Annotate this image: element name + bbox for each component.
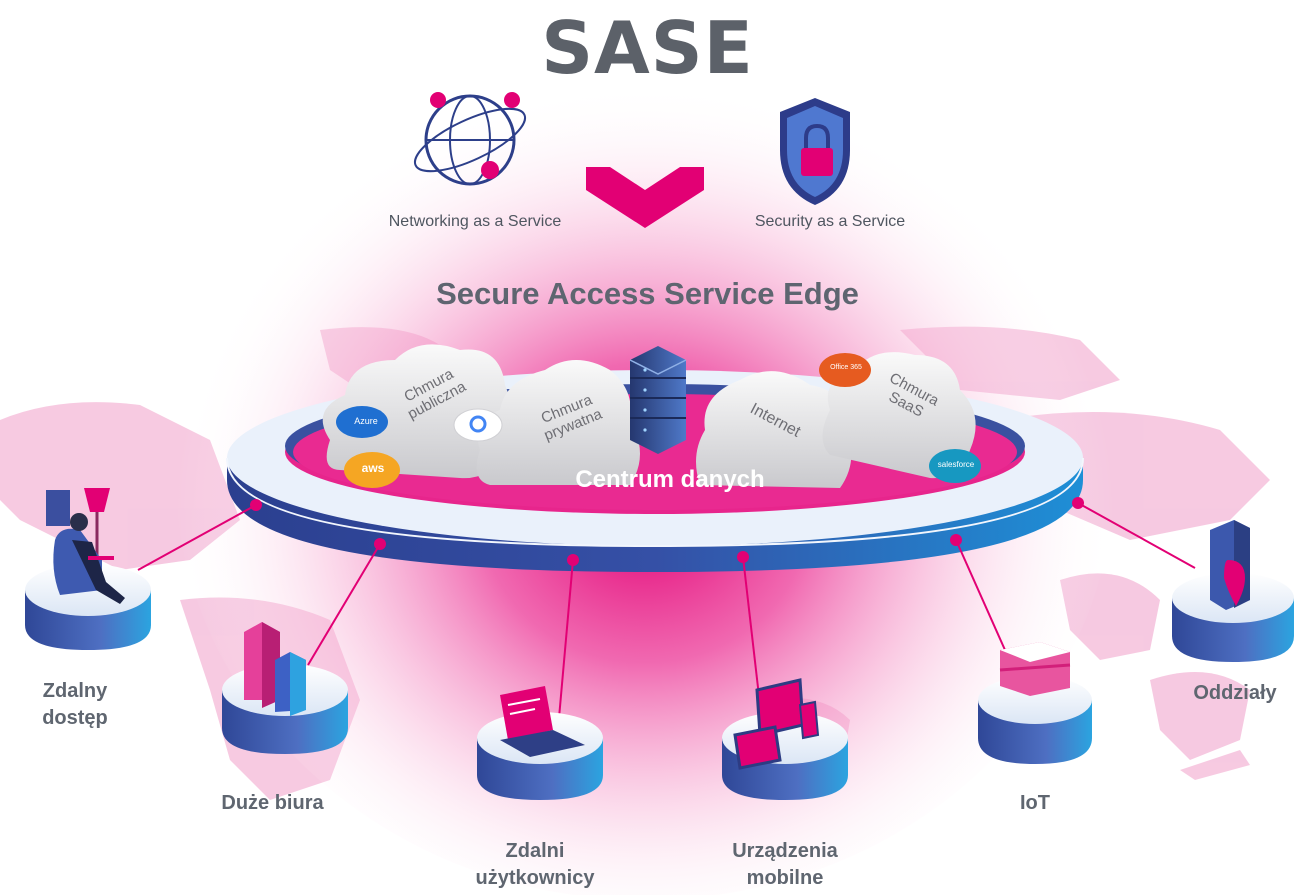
laptop-icon	[500, 686, 585, 757]
down-chevron-icon	[586, 167, 704, 228]
azure-logo-text: Azure	[354, 416, 378, 426]
node-branches-line1: Oddziały	[1193, 682, 1277, 704]
node-branches-label: Oddziały	[1180, 680, 1290, 707]
node-remote-access-label: Zdalny dostęp	[10, 678, 140, 732]
cloud-saas	[822, 352, 976, 479]
salesforce-logo-text: salesforce	[937, 460, 975, 469]
remote-worker-icon	[46, 488, 125, 604]
node-iot-line1: IoT	[1020, 792, 1050, 814]
node-remote-access-line2: dostęp	[42, 707, 108, 729]
office-buildings-icon	[244, 622, 306, 716]
node-large-offices-label: Duże biura	[200, 790, 345, 817]
security-shield-icon	[780, 98, 850, 205]
cloud-internet	[696, 371, 852, 488]
gcp-logo-icon	[453, 408, 503, 442]
aws-logo-icon	[344, 452, 400, 488]
server-icon	[629, 346, 687, 454]
page-title: SASE	[541, 6, 754, 90]
subtitle: Secure Access Service Edge	[436, 276, 859, 311]
connection-lines	[137, 502, 1196, 719]
office365-logo-icon	[819, 353, 871, 387]
cloud-private	[476, 360, 640, 485]
cloud-public	[322, 344, 512, 479]
networking-service-label: Networking as a Service	[388, 213, 562, 230]
salesforce-logo-icon	[929, 449, 981, 483]
node-remote-access-line1: Zdalny	[42, 680, 108, 702]
office-logo-text: Office 365	[830, 364, 862, 371]
node-remote-users-line1: Zdalni	[505, 840, 565, 862]
node-mobile-devices-line2: mobilne	[746, 867, 824, 889]
connection-dots	[250, 497, 1084, 566]
node-mobile-devices-line1: Urządzenia	[732, 840, 838, 862]
branch-building-icon	[1210, 520, 1250, 610]
mobile-devices-icon	[733, 678, 820, 770]
aws-logo-text: aws	[361, 461, 385, 475]
iot-device-icon	[999, 642, 1071, 696]
data-center-label: Centrum danych	[575, 466, 765, 493]
node-iot-label: IoT	[990, 790, 1080, 817]
node-remote-users-label: Zdalni użytkownicy	[460, 838, 610, 892]
globe-network-icon	[413, 92, 527, 186]
node-large-offices-line1: Duże biura	[221, 792, 324, 814]
ring-front	[227, 458, 1083, 572]
node-mobile-devices-label: Urządzenia mobilne	[705, 838, 865, 892]
security-service-label: Security as a Service	[754, 213, 906, 230]
azure-logo-icon	[336, 406, 388, 438]
node-remote-users-line2: użytkownicy	[475, 867, 595, 889]
